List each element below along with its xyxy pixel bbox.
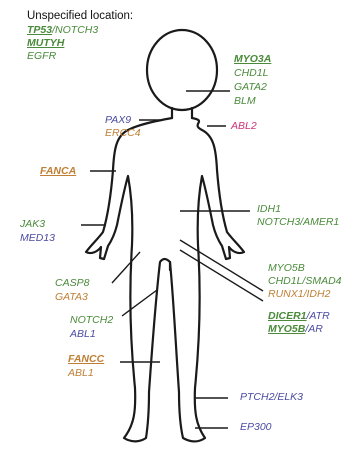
label-dicer1-atr: DICER1/ATR xyxy=(268,310,330,322)
gene-blm: BLM xyxy=(234,95,256,107)
gene-fancc: FANCC xyxy=(68,353,104,365)
body-outline xyxy=(86,118,244,441)
gene-casp8: CASP8 xyxy=(55,277,89,289)
gene-fanca: FANCA xyxy=(40,165,76,177)
line-notch2 xyxy=(122,290,157,316)
gene-atr: /ATR xyxy=(307,310,330,322)
line-myo5b-b xyxy=(180,250,263,301)
gene-jak3: JAK3 xyxy=(20,218,45,230)
gene-myo5b-2: MYO5B xyxy=(268,323,305,335)
gene-gata2: GATA2 xyxy=(234,81,267,93)
gene-chd1l-smad4: CHD1L/SMAD4 xyxy=(268,275,342,287)
line-casp8 xyxy=(112,252,140,283)
gene-ptch2-elk3: PTCH2/ELK3 xyxy=(240,391,303,403)
gene-abl2: ABL2 xyxy=(231,120,257,132)
label-myo5b-ar: MYO5B/AR xyxy=(268,323,323,335)
gene-ep300: EP300 xyxy=(240,421,272,433)
gene-myo5b-1: MYO5B xyxy=(268,262,305,274)
head-outline xyxy=(147,30,217,110)
gene-gata3: GATA3 xyxy=(55,291,88,303)
gene-med13: MED13 xyxy=(20,232,55,244)
label-tp53-notch3: TP53/NOTCH3 xyxy=(27,24,98,36)
gene-pax9: PAX9 xyxy=(105,114,131,126)
gene-chd1l: CHD1L xyxy=(234,67,268,79)
gene-tp53: TP53 xyxy=(27,24,52,36)
gene-dicer1: DICER1 xyxy=(268,310,307,322)
gene-abl1-2: ABL1 xyxy=(68,367,94,379)
gene-runx1-idh2: RUNX1/IDH2 xyxy=(268,288,330,300)
gene-notch3: /NOTCH3 xyxy=(52,24,98,36)
gene-ercc4: ERCC4 xyxy=(105,127,141,139)
gene-notch2: NOTCH2 xyxy=(70,314,113,326)
gene-ar: /AR xyxy=(305,323,323,335)
gene-myo3a: MYO3A xyxy=(234,53,271,65)
gene-mutyh: MUTYH xyxy=(27,37,64,49)
gene-idh1: IDH1 xyxy=(257,203,281,215)
unspecified-location-header: Unspecified location: xyxy=(27,10,133,22)
gene-abl1-1: ABL1 xyxy=(70,328,96,340)
gene-egfr: EGFR xyxy=(27,50,56,62)
gene-notch3-amer1: NOTCH3/AMER1 xyxy=(257,216,339,228)
